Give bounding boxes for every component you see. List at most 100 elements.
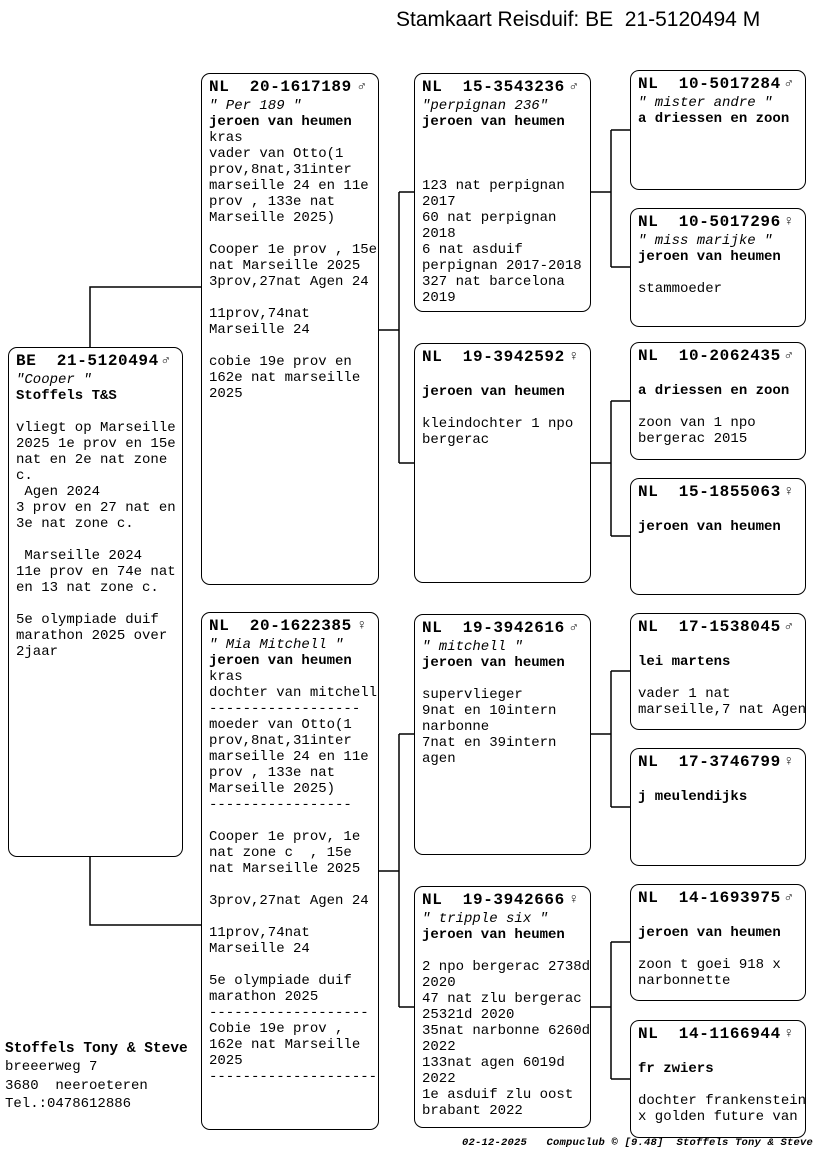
ring-number: NL 20-1622385 [209, 617, 352, 635]
box-text-line: 11prov,74nat [209, 306, 310, 322]
box-text-line: 3prov,27nat Agen 24 [209, 274, 369, 290]
box-text-line: c. [16, 468, 33, 484]
box-text-line: x golden future van [638, 1109, 798, 1125]
box-text-line: 35nat narbonne 6260d [422, 1023, 591, 1039]
box-text-line: marseille,7 nat Agen [638, 702, 806, 718]
pedigree-box-g3b: NL 19-3942592♀ jeroen van heumen kleindo… [414, 343, 591, 583]
box-text-line: 2018 [422, 226, 456, 242]
box-header: NL 10-5017284♂ [638, 75, 805, 93]
box-text-line: brabant 2022 [422, 1103, 523, 1119]
box-text-line [638, 503, 805, 519]
box-text-line: ------------------- [209, 1005, 369, 1021]
footer-credit: 02-12-2025 Compuclub © [9.48] Stoffels T… [461, 1137, 813, 1149]
box-text-line: Cobie 19e prov , [209, 1021, 344, 1037]
box-text-line: lei martens [638, 654, 731, 670]
box-text-line [422, 943, 590, 959]
box-text-line [209, 290, 378, 306]
box-text-line [638, 941, 805, 957]
box-text-line: Stoffels T&S [16, 388, 117, 404]
box-text-line: 1e asduif zlu oost [422, 1087, 574, 1103]
owner-block: Stoffels Tony & Steve breeerweg 7 3680 n… [5, 1041, 188, 1114]
female-icon: ♀ [784, 214, 793, 230]
box-text-line: jeroen van heumen [422, 114, 565, 130]
pedigree-box-g3a: NL 15-3543236♂"perpignan 236"jeroen van … [414, 73, 591, 312]
ring-number: NL 17-3746799 [638, 753, 781, 771]
box-header: NL 10-5017296♀ [638, 213, 805, 231]
male-icon: ♂ [784, 76, 793, 92]
box-text-line [16, 532, 182, 548]
box-text-line [422, 671, 590, 687]
pedigree-box-g4a: NL 10-5017284♂ " mister andre "a driessen… [630, 70, 806, 190]
ring-number: NL 14-1693975 [638, 889, 781, 907]
box-text-line: narbonne [422, 719, 490, 735]
box-text-line [638, 1077, 805, 1093]
box-header: NL 14-1166944♀ [638, 1025, 805, 1043]
pedigree-box-sire: NL 20-1617189♂" Per 189 "jeroen van heum… [201, 73, 379, 585]
box-text-line: ----------------- [209, 797, 352, 813]
box-text-line [16, 404, 182, 420]
box-text-line [638, 367, 805, 383]
box-text-line: jeroen van heumen [209, 114, 352, 130]
ring-number: NL 17-1538045 [638, 618, 781, 636]
box-text-line: dochter van mitchell [209, 685, 378, 701]
male-icon: ♂ [784, 348, 793, 364]
ring-number: NL 10-2062435 [638, 347, 781, 365]
box-text-line: 60 nat perpignan [422, 210, 557, 226]
pedigree-box-g3c: NL 19-3942616♂" mitchell "jeroen van heu… [414, 614, 591, 855]
box-header: NL 17-1538045♂ [638, 618, 805, 636]
pedigree-box-dam: NL 20-1622385♀" Mia Mitchell "jeroen van… [201, 612, 379, 1130]
box-text-line: a driessen en zoon [638, 111, 790, 127]
box-text-line: 2019 [422, 290, 456, 306]
box-text-line [209, 877, 378, 893]
box-text-line [638, 773, 805, 789]
box-text-line: jeroen van heumen [638, 925, 781, 941]
box-text-line: moeder van Otto(1 [209, 717, 352, 733]
box-text-line [638, 265, 805, 281]
box-text-line [209, 338, 378, 354]
box-text-line: "Cooper " [16, 372, 92, 388]
box-header: NL 15-1855063♀ [638, 483, 805, 501]
box-text-line: 7nat en 39intern [422, 735, 557, 751]
pedigree-box-g4c: NL 10-2062435♂ a driessen en zoon zoon v… [630, 342, 806, 460]
box-text: " mitchell "jeroen van heumen supervlieg… [422, 639, 590, 767]
box-text-line: nat en 2e nat zone [16, 452, 168, 468]
male-icon: ♂ [784, 890, 793, 906]
box-text-line: Cooper 1e prov, 1e [209, 829, 361, 845]
box-text-line [209, 226, 378, 242]
box-text-line: jeroen van heumen [638, 519, 781, 535]
female-icon: ♀ [357, 618, 366, 634]
box-text-line: 5e olympiade duif [16, 612, 159, 628]
box-header: NL 20-1617189♂ [209, 78, 378, 96]
box-text-line: Marseille 2025) [209, 210, 336, 226]
ring-number: NL 20-1617189 [209, 78, 352, 96]
box-header: NL 17-3746799♀ [638, 753, 805, 771]
male-icon: ♂ [161, 353, 170, 369]
box-text-line: nat Marseille 2025 [209, 258, 361, 274]
box-text-line: kras [209, 130, 243, 146]
ring-number: NL 10-5017284 [638, 75, 781, 93]
ring-number: NL 19-3942666 [422, 891, 565, 909]
box-text-line: 2022 [422, 1071, 456, 1087]
owner-address-city: 3680 neeroeteren [5, 1077, 148, 1094]
owner-phone: Tel.:0478612886 [5, 1096, 132, 1112]
box-text-line: dochter frankenstein [638, 1093, 806, 1109]
box-text-line: 2025 [209, 386, 243, 402]
box-text-line: vliegt op Marseille [16, 420, 176, 436]
box-text-line: " mister andre " [638, 95, 773, 111]
box-text-line: narbonnette [638, 973, 731, 989]
box-text-line [16, 596, 182, 612]
box-text-line: supervlieger [422, 687, 523, 703]
box-text: "Cooper "Stoffels T&S vliegt op Marseill… [16, 372, 182, 660]
box-text-line: fr zwiers [638, 1061, 714, 1077]
box-text-line: prov,8nat,31inter [209, 733, 352, 749]
box-text-line: en 13 nat zone c. [16, 580, 159, 596]
box-text-line: 5e olympiade duif [209, 973, 352, 989]
box-text-line: jeroen van heumen [638, 249, 781, 265]
ring-number: NL 10-5017296 [638, 213, 781, 231]
box-text: jeroen van heumen [638, 503, 805, 535]
female-icon: ♀ [784, 484, 793, 500]
